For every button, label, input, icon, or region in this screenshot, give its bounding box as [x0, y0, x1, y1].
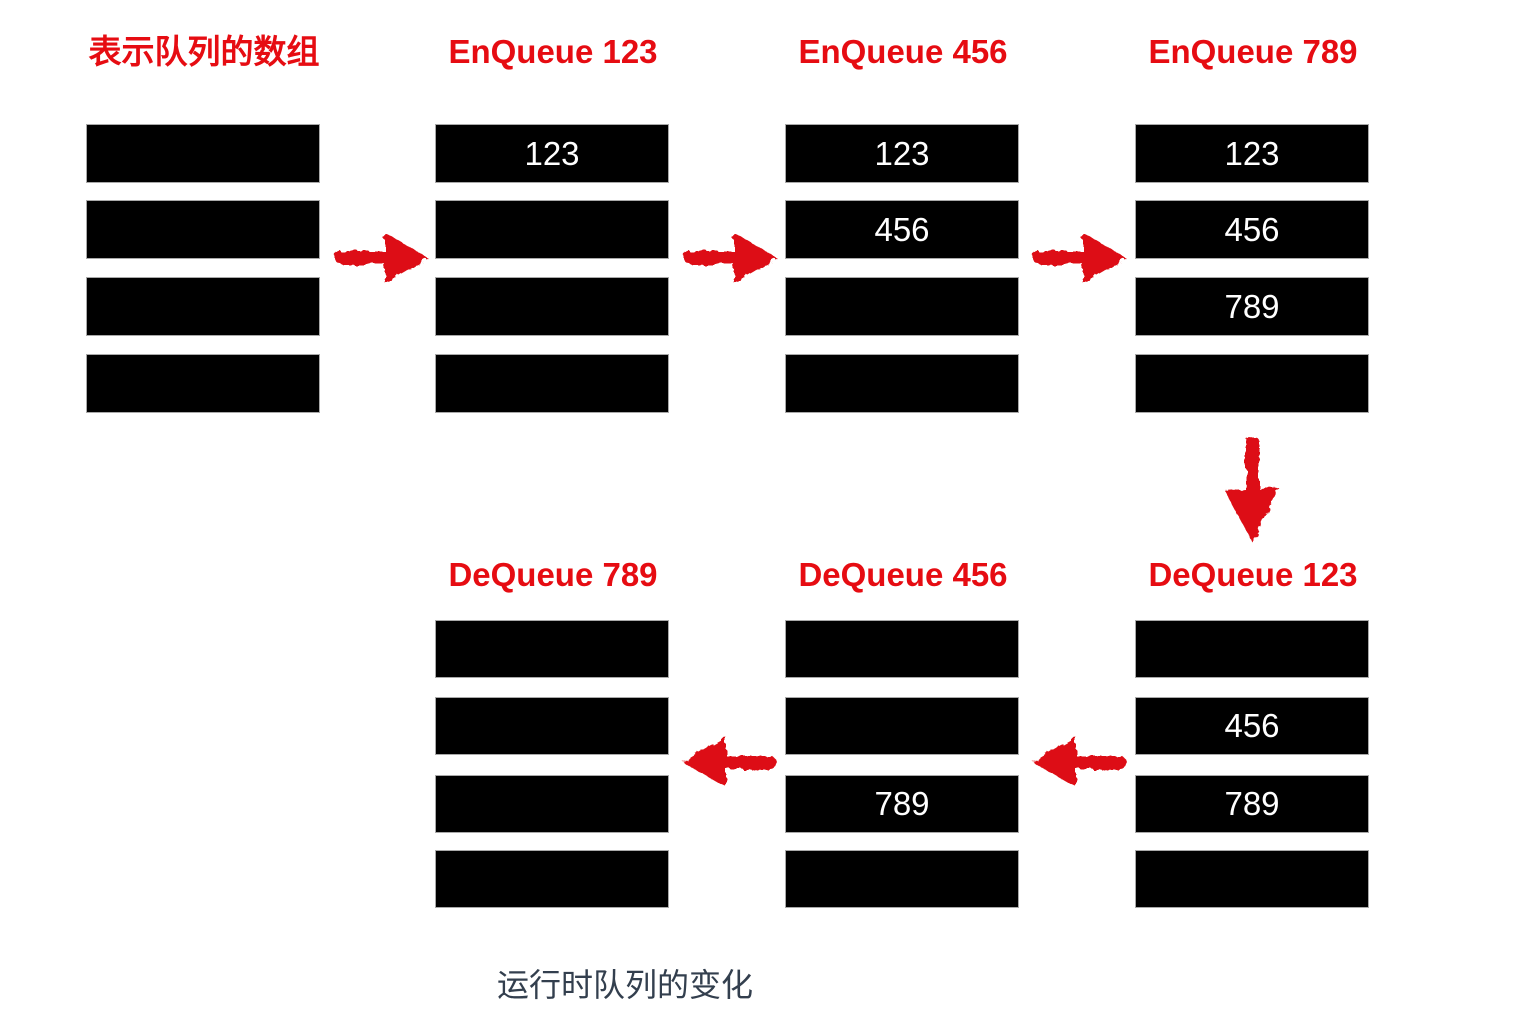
queue-cell: [86, 200, 320, 259]
column-title: 表示队列的数组: [88, 33, 320, 70]
queue-cell: 123: [1135, 124, 1369, 183]
queue-cell: [785, 277, 1019, 336]
queue-cell: 456: [1135, 697, 1369, 755]
queue-cell: [435, 354, 669, 413]
queue-cell: [435, 697, 669, 755]
queue-cell: [785, 620, 1019, 678]
queue-cell: [1135, 850, 1369, 908]
column-title: EnQueue 123: [448, 33, 658, 70]
column-title: DeQueue 789: [448, 556, 658, 593]
queue-column-enqueue-456: EnQueue 456 123 456: [785, 0, 1021, 1022]
queue-cell: 456: [1135, 200, 1369, 259]
queue-cell: [435, 277, 669, 336]
column-title: DeQueue 456: [798, 556, 1008, 593]
column-title: EnQueue 789: [1148, 33, 1358, 70]
queue-cell: 123: [785, 124, 1019, 183]
queue-cell: 456: [785, 200, 1019, 259]
arrow-left-icon: [675, 730, 779, 799]
queue-column-enqueue-123: EnQueue 123 123: [435, 0, 671, 1022]
queue-cell: [86, 277, 320, 336]
column-title: DeQueue 123: [1148, 556, 1358, 593]
queue-cell: [435, 200, 669, 259]
queue-column-dequeue-789: DeQueue 789: [435, 0, 671, 1022]
queue-cell: [785, 354, 1019, 413]
arrow-right-icon: [1030, 226, 1130, 295]
column-title: EnQueue 456: [798, 33, 1008, 70]
arrow-right-icon: [681, 226, 781, 295]
queue-cell: [1135, 354, 1369, 413]
queue-cell: [785, 697, 1019, 755]
arrow-right-icon: [332, 226, 432, 295]
queue-cell: 789: [1135, 775, 1369, 833]
queue-cell: 789: [785, 775, 1019, 833]
queue-cell: [1135, 620, 1369, 678]
queue-column-initial-array: 表示队列的数组: [86, 0, 322, 1022]
queue-cell: 789: [1135, 277, 1369, 336]
queue-cell: [435, 850, 669, 908]
figure-caption: 运行时队列的变化: [497, 967, 754, 1003]
queue-cell: [86, 354, 320, 413]
queue-cell: [785, 850, 1019, 908]
arrow-left-icon: [1025, 730, 1129, 799]
queue-cell: [435, 620, 669, 678]
queue-cell: [435, 775, 669, 833]
queue-cell: 123: [435, 124, 669, 183]
arrow-down-icon: [1221, 433, 1283, 554]
queue-cell: [86, 124, 320, 183]
queue-column-dequeue-456: DeQueue 456 789: [785, 0, 1021, 1022]
